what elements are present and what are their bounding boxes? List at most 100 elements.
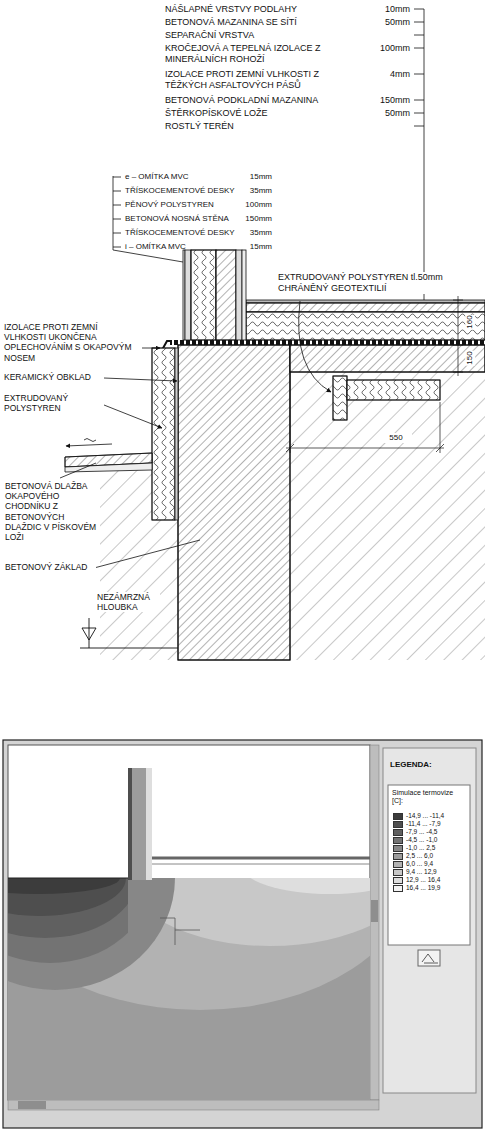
legend-text: -4,5 ... -1,0 bbox=[406, 836, 437, 843]
layer-leader bbox=[113, 247, 121, 248]
floor-layers bbox=[246, 303, 485, 312]
layer-leader bbox=[414, 9, 424, 10]
layer-name: NÁŠLAPNÉ VRSTVY PODLAHY bbox=[165, 4, 365, 15]
layer-name: IZOLACE PROTI ZEMNÍ VLHKOSTI Z TĚŽKÝCH A… bbox=[165, 69, 361, 91]
layer-name: TŘÍSKOCEMENTOVÉ DESKY bbox=[125, 186, 241, 196]
legend-text: 6,0 ... 9,4 bbox=[406, 860, 433, 867]
dimension-line bbox=[286, 444, 294, 452]
temperature-field bbox=[8, 878, 152, 963]
xps-insulation bbox=[333, 376, 347, 420]
legend-swatch bbox=[393, 885, 403, 892]
legend-panel bbox=[422, 954, 438, 963]
callout-text: IZOLACE PROTI ZEMNÍ VLHKOSTI UKONČENA OP… bbox=[4, 322, 140, 363]
legend-panel bbox=[418, 950, 440, 966]
layer-thickness: 4mm bbox=[368, 69, 410, 80]
legend-swatch bbox=[393, 837, 403, 844]
legend-text: 16,4 ... 19,9 bbox=[406, 884, 440, 891]
leader-line bbox=[60, 463, 96, 478]
layer-thickness: 35mm bbox=[240, 228, 272, 238]
dimension-line bbox=[453, 345, 463, 346]
layer-name: e – OMÍTKA MVC bbox=[125, 172, 241, 182]
legend-row: 6,0 ... 9,4 bbox=[393, 860, 433, 868]
legend-panel bbox=[383, 748, 476, 1093]
legend-row: -14,9 ... -11,4 bbox=[393, 812, 444, 820]
legend-text: -14,9 ... -11,4 bbox=[406, 812, 444, 819]
simulation-window bbox=[370, 745, 379, 1100]
layer-name: BETONOVÁ NOSNÁ STĚNA bbox=[125, 214, 241, 224]
frost-depth-mark bbox=[89, 618, 90, 648]
layer-leader bbox=[113, 205, 121, 206]
temperature-field bbox=[8, 878, 126, 916]
dimension-value: 150 bbox=[465, 350, 475, 365]
concrete-foundation bbox=[178, 345, 485, 660]
load-bearing-wall bbox=[191, 250, 216, 340]
load-bearing-wall bbox=[242, 250, 246, 340]
layer-leader bbox=[113, 9, 424, 300]
legend-title: Simulace termovize [C]: bbox=[392, 789, 464, 806]
legend-text: 9,4 ... 12,9 bbox=[406, 868, 437, 875]
dimension-line bbox=[286, 448, 444, 449]
simulation-window bbox=[371, 900, 378, 922]
simulation-window bbox=[8, 1100, 379, 1110]
legend-row: 16,4 ... 19,9 bbox=[393, 884, 440, 892]
legend-swatch bbox=[393, 869, 403, 876]
leader-line bbox=[94, 540, 200, 568]
legend-row: 9,4 ... 12,9 bbox=[393, 868, 437, 876]
layer-name: BETONOVÁ PODKLADNÍ MAZANINA bbox=[165, 95, 365, 106]
layer-name: PĚNOVÝ POLYSTYREN bbox=[125, 200, 241, 210]
load-bearing-wall bbox=[191, 250, 216, 340]
layer-thickness: 15mm bbox=[240, 242, 272, 252]
layer-name: i – OMÍTKA MVC bbox=[125, 242, 241, 252]
ground-hatch bbox=[290, 372, 485, 660]
layer-leader bbox=[424, 9, 425, 300]
legend-swatch bbox=[393, 853, 403, 860]
ground-hatch bbox=[152, 520, 178, 660]
layer-leader bbox=[414, 74, 424, 75]
layer-thickness: 35mm bbox=[240, 186, 272, 196]
dimension-value: 160 bbox=[465, 314, 475, 329]
xps-insulation bbox=[347, 380, 440, 400]
dimension-line bbox=[436, 444, 444, 452]
temperature-field bbox=[8, 878, 120, 894]
legend-swatch bbox=[393, 821, 403, 828]
load-bearing-wall bbox=[216, 250, 236, 340]
leader-line bbox=[104, 405, 162, 428]
frost-depth-mark bbox=[80, 648, 178, 649]
legend-swatch bbox=[393, 877, 403, 884]
dimension-value: 550 bbox=[380, 433, 412, 443]
temperature-field bbox=[8, 878, 370, 1010]
legend-text: -11,4 ... -7,9 bbox=[406, 820, 441, 827]
layer-leader bbox=[113, 176, 114, 250]
layer-thickness: 150mm bbox=[368, 95, 410, 106]
legend-row: -4,5 ... -1,0 bbox=[393, 836, 437, 844]
legend-swatch bbox=[393, 813, 403, 820]
dimension-line bbox=[453, 300, 463, 301]
dimension-line bbox=[440, 402, 441, 453]
layer-leader bbox=[113, 177, 121, 178]
layer-name: ŠTĚRKOPÍSKOVÉ LOŽE bbox=[165, 108, 365, 119]
temperature-field bbox=[8, 745, 370, 1100]
layer-leader bbox=[414, 35, 424, 36]
legend-row: -11,4 ... -7,9 bbox=[393, 820, 441, 828]
layer-leader bbox=[414, 100, 424, 101]
layer-thickness: 10mm bbox=[368, 4, 410, 15]
plinth bbox=[152, 348, 175, 520]
dimension-line bbox=[458, 296, 459, 376]
concrete-foundation bbox=[290, 345, 485, 372]
concrete-foundation bbox=[178, 345, 290, 660]
temperature-field bbox=[128, 880, 152, 940]
dimension-line bbox=[290, 372, 291, 453]
layer-thickness: 50mm bbox=[368, 108, 410, 119]
layer-leader bbox=[414, 48, 424, 49]
load-bearing-wall bbox=[185, 250, 191, 340]
callout-text: EXTRUDOVANÝ POLYSTYREN bbox=[4, 393, 102, 413]
leader-line bbox=[299, 301, 331, 392]
temperature-field bbox=[8, 878, 137, 938]
xps-insulation bbox=[333, 376, 440, 420]
legend-panel bbox=[383, 748, 476, 1093]
plinth bbox=[175, 348, 178, 520]
frost-depth-mark bbox=[80, 618, 178, 648]
layer-thickness: 150mm bbox=[240, 214, 272, 224]
floor-layers bbox=[246, 312, 485, 340]
legend-swatch bbox=[393, 861, 403, 868]
